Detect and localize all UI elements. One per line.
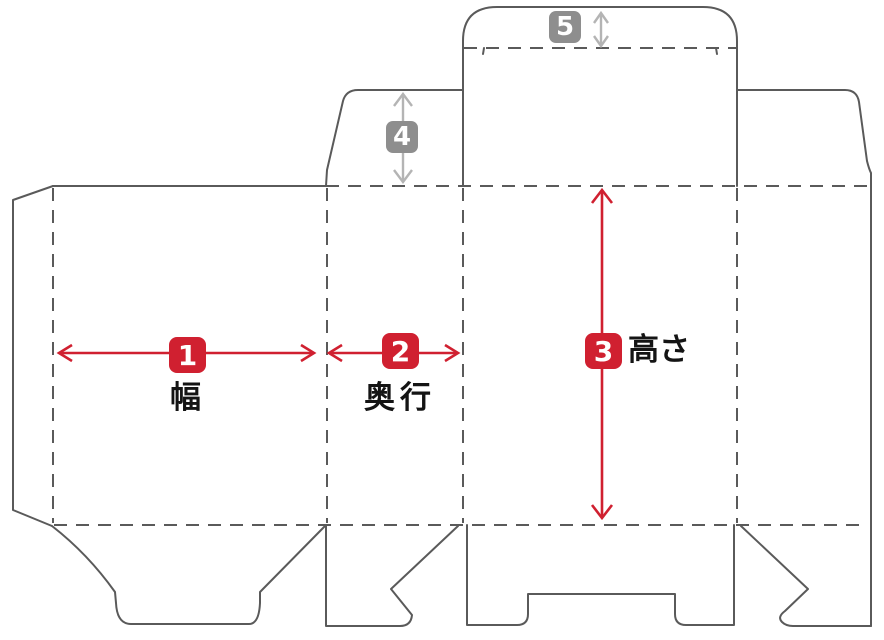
depth-label: 奥行 [364, 380, 436, 416]
tuck-flap-arrow [593, 10, 609, 49]
dim-badge-dust-flap: 4 [386, 121, 418, 153]
dim-badge-width: 1 [169, 337, 206, 373]
bottom-flap-main-outline [466, 524, 735, 626]
width-label: 幅 [170, 380, 201, 416]
tuck-flap-nick-left [482, 47, 485, 55]
height-label: 高さ [628, 332, 690, 368]
dim-badge-depth: 2 [382, 333, 419, 369]
tuck-flap-outline [462, 6, 738, 187]
dim-badge-height: 3 [585, 333, 622, 369]
glue-tab-outline [12, 185, 54, 527]
fold-lines [52, 47, 868, 526]
cut-lines [12, 6, 872, 627]
bottom-flap-width-outline [51, 525, 326, 625]
bottom-flap-right-outline [740, 525, 872, 627]
bottom-flap-depth-outline [325, 524, 459, 627]
left-dust-flap-outline [325, 89, 464, 187]
dimension-arrows-red [56, 187, 614, 521]
dim-badge-tuck-flap: 5 [549, 11, 581, 43]
right-dust-flap-outline [736, 89, 872, 627]
